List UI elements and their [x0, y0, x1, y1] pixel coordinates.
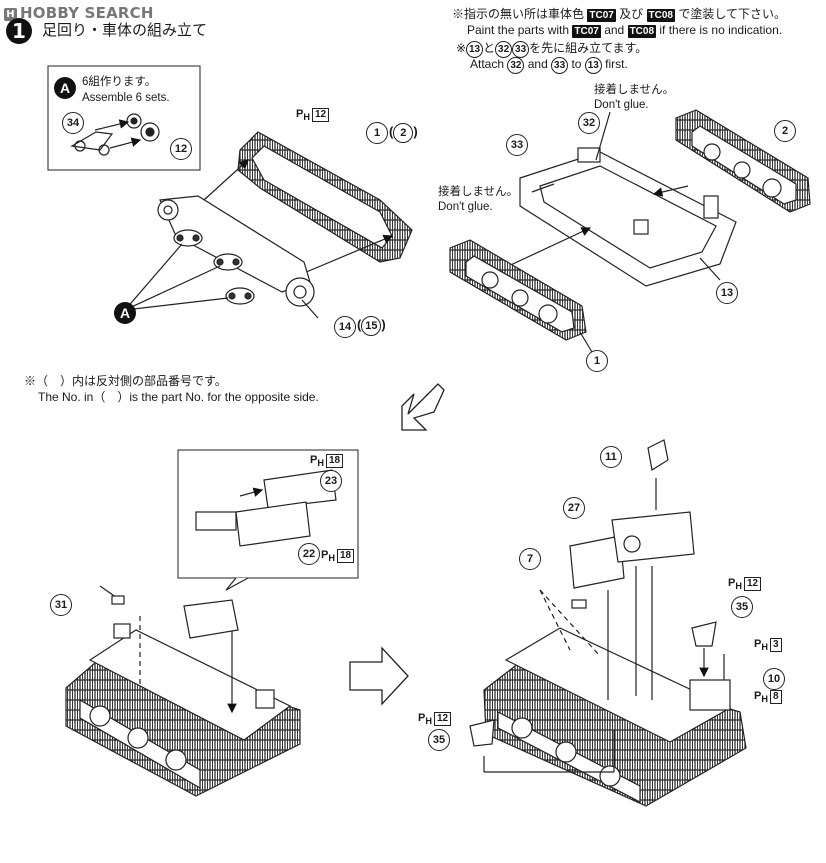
- watermark-text: HOBBY SEARCH: [20, 4, 154, 22]
- track-top-left: [181, 131, 413, 279]
- paint-note-ja-between: 及び: [619, 7, 644, 21]
- paint-note-ja-suffix: で塗装して下さい。: [678, 7, 786, 21]
- subassembly-a-badge: A: [54, 77, 76, 99]
- part-label-34: 34: [62, 112, 84, 134]
- hobby-search-logo: H: [4, 8, 17, 21]
- opposite-note-ja: ※（ ）内は反対側の部品番号です。: [24, 374, 227, 388]
- track-top-right-left: [449, 239, 593, 353]
- paint-note-en-suffix: if there is no indication.: [659, 23, 783, 37]
- order-en-num1: 32: [507, 57, 525, 74]
- order-en-num3: 13: [584, 57, 602, 74]
- part-label-31: 31: [50, 594, 72, 616]
- part-label-35-left: 35: [428, 729, 450, 751]
- order-note-en: Attach 32 and 33 to 13 first.: [470, 56, 628, 74]
- chassis-top-right: [499, 111, 737, 287]
- step-arrow-down-left: [401, 383, 445, 431]
- part-label-2-opposite-num: 2: [393, 123, 414, 143]
- part-label-1-top-right: 1: [586, 350, 608, 372]
- paint-note-en-prefix: Paint the parts with: [467, 23, 570, 37]
- part-label-11: 11: [600, 446, 622, 468]
- inset-parts: [195, 469, 337, 547]
- bottom-left-inset-box: [177, 449, 359, 579]
- dont-glue-2-ja: 接着しません。: [438, 186, 519, 198]
- order-ja-num1: 13: [466, 41, 484, 58]
- chassis-bottom-right: [469, 439, 747, 807]
- paint-note-en-between: and: [604, 23, 625, 37]
- ph-box-12-right: 12: [743, 577, 762, 591]
- order-en-suffix: first.: [605, 57, 628, 71]
- ph-box-18-b: 18: [336, 549, 355, 563]
- part-label-22: 22: [298, 543, 320, 565]
- part-label-7: 7: [519, 548, 541, 570]
- order-ja-and: と: [483, 41, 496, 55]
- part-label-35-right: 35: [731, 596, 753, 618]
- order-en-num2: 33: [551, 57, 569, 74]
- step-title: 足回り・車体の組み立て: [42, 21, 208, 39]
- part-label-2-opposite: (2): [389, 123, 418, 143]
- subassembly-a-ja: 6組作ります。: [82, 76, 157, 88]
- color-chip-tc07-en: TC07: [572, 25, 601, 38]
- part-label-15-opposite: (15): [357, 316, 386, 336]
- part-label-15-opposite-num: 15: [361, 316, 382, 336]
- color-chip-tc08-en: TC08: [627, 25, 657, 38]
- part-label-33: 33: [506, 134, 528, 156]
- ph-box: 12: [311, 108, 330, 122]
- order-ja-num3: 33: [512, 41, 530, 58]
- part-label-10: 10: [763, 668, 785, 690]
- ph-box-3: 3: [769, 638, 782, 652]
- dont-glue-2-en: Don't glue.: [438, 201, 493, 213]
- subassembly-a-parts: [70, 113, 160, 156]
- color-chip-tc08: TC08: [646, 9, 675, 22]
- part-label-23: 23: [320, 470, 342, 492]
- step-arrow-right: [349, 646, 409, 706]
- part-label-14: 14: [334, 316, 356, 338]
- ph-box-8: 8: [769, 690, 782, 704]
- order-ja-num2: 32: [495, 41, 513, 58]
- chassis-bottom-left: [65, 585, 301, 797]
- paint-note-ja-prefix: ※指示の無い所は車体色: [452, 7, 585, 21]
- subassembly-a-badge-callout: A: [114, 302, 136, 324]
- chassis-side-top-left: [124, 195, 319, 319]
- dont-glue-1-ja: 接着しません。: [594, 84, 675, 96]
- track-top-right-right: [675, 109, 811, 213]
- ph-box-12-left: 12: [433, 712, 452, 726]
- order-ja-suffix: を先に組み立てます。: [529, 41, 648, 55]
- order-en-to: to: [571, 57, 582, 71]
- ph-prefix: P: [296, 108, 304, 120]
- part-label-13: 13: [716, 282, 738, 304]
- dont-glue-1-en: Don't glue.: [594, 99, 649, 111]
- subassembly-a-en: Assemble 6 sets.: [82, 92, 170, 104]
- ph-sub: H: [303, 112, 310, 123]
- part-label-12: 12: [170, 138, 192, 160]
- step-number-badge: 1: [6, 18, 32, 44]
- color-chip-tc07: TC07: [587, 9, 616, 22]
- paint-note-en: Paint the parts with TC07 and TC08 if th…: [467, 22, 782, 39]
- order-en-and: and: [527, 57, 548, 71]
- part-label-1-top-left: 1: [366, 122, 388, 144]
- ph-box-18-a: 18: [325, 454, 344, 468]
- part-label-27: 27: [563, 497, 585, 519]
- subassembly-a-box: [47, 65, 201, 171]
- paint-note-ja: ※指示の無い所は車体色 TC07 及び TC08 で塗装して下さい。: [452, 6, 786, 23]
- order-en-prefix: Attach: [470, 57, 505, 71]
- part-label-32: 32: [578, 112, 600, 134]
- part-label-2: 2: [774, 120, 796, 142]
- opposite-note-en: The No. in（ ）is the part No. for the opp…: [38, 390, 319, 404]
